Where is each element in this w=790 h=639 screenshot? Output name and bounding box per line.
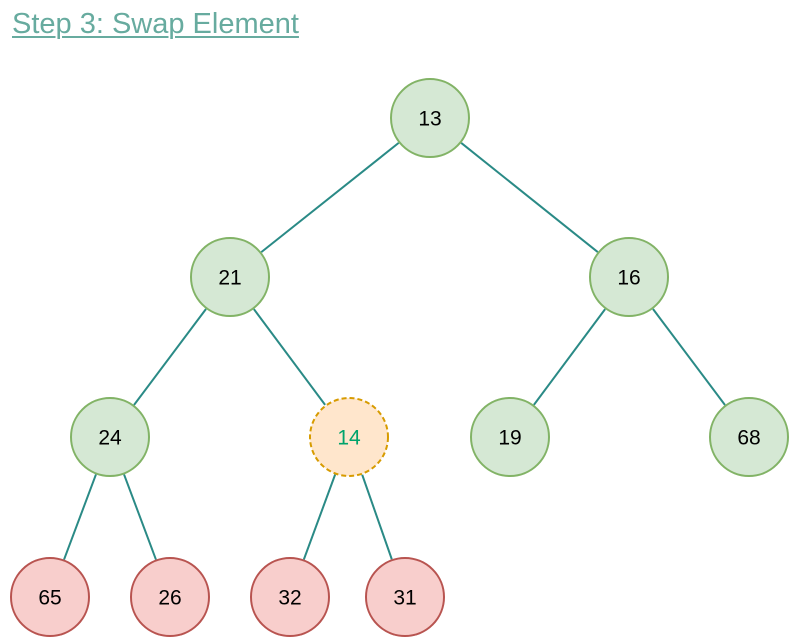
tree-node-14: 14 — [309, 397, 389, 477]
tree-edges — [63, 142, 726, 560]
edge-n16-n19 — [533, 308, 606, 406]
tree-node-19: 19 — [470, 397, 550, 477]
tree-node-13: 13 — [390, 78, 470, 158]
edge-n21-n24 — [133, 308, 207, 406]
edge-n16-n68 — [652, 308, 726, 406]
node-label: 16 — [617, 267, 640, 290]
edge-n14-n32 — [302, 474, 337, 560]
page-title: Step 3: Swap Element — [12, 8, 299, 40]
node-label: 13 — [418, 108, 441, 131]
node-label: 32 — [278, 587, 301, 610]
tree-nodes: 13 21 16 24 14 19 68 65 26 32 31 — [10, 78, 789, 637]
tree-node-68: 68 — [709, 397, 789, 477]
tree-node-26: 26 — [130, 557, 210, 637]
node-circle — [390, 78, 470, 158]
tree-node-65: 65 — [10, 557, 90, 637]
edge-n13-n21 — [260, 142, 400, 253]
node-label: 68 — [737, 427, 760, 450]
node-circle — [470, 397, 550, 477]
node-circle — [190, 237, 270, 317]
node-circle — [309, 397, 389, 477]
tree-node-21: 21 — [190, 237, 270, 317]
edge-n24-n65 — [63, 474, 97, 560]
node-circle — [130, 557, 210, 637]
node-label: 31 — [393, 587, 416, 610]
edge-n24-n26 — [123, 474, 157, 560]
tree-node-31: 31 — [365, 557, 445, 637]
node-circle — [589, 237, 669, 317]
node-label: 24 — [98, 427, 122, 450]
node-label: 21 — [218, 267, 241, 290]
node-label: 14 — [337, 427, 361, 450]
node-circle — [70, 397, 150, 477]
edge-n13-n16 — [460, 142, 599, 253]
edge-n14-n31 — [361, 474, 393, 560]
node-label: 26 — [158, 587, 181, 610]
edge-n21-n14 — [253, 308, 326, 406]
node-circle — [250, 557, 330, 637]
node-circle — [709, 397, 789, 477]
node-label: 65 — [38, 587, 61, 610]
tree-node-16: 16 — [589, 237, 669, 317]
tree-node-24: 24 — [70, 397, 150, 477]
node-label: 19 — [498, 427, 521, 450]
node-circle — [365, 557, 445, 637]
node-circle — [10, 557, 90, 637]
tree-node-32: 32 — [250, 557, 330, 637]
